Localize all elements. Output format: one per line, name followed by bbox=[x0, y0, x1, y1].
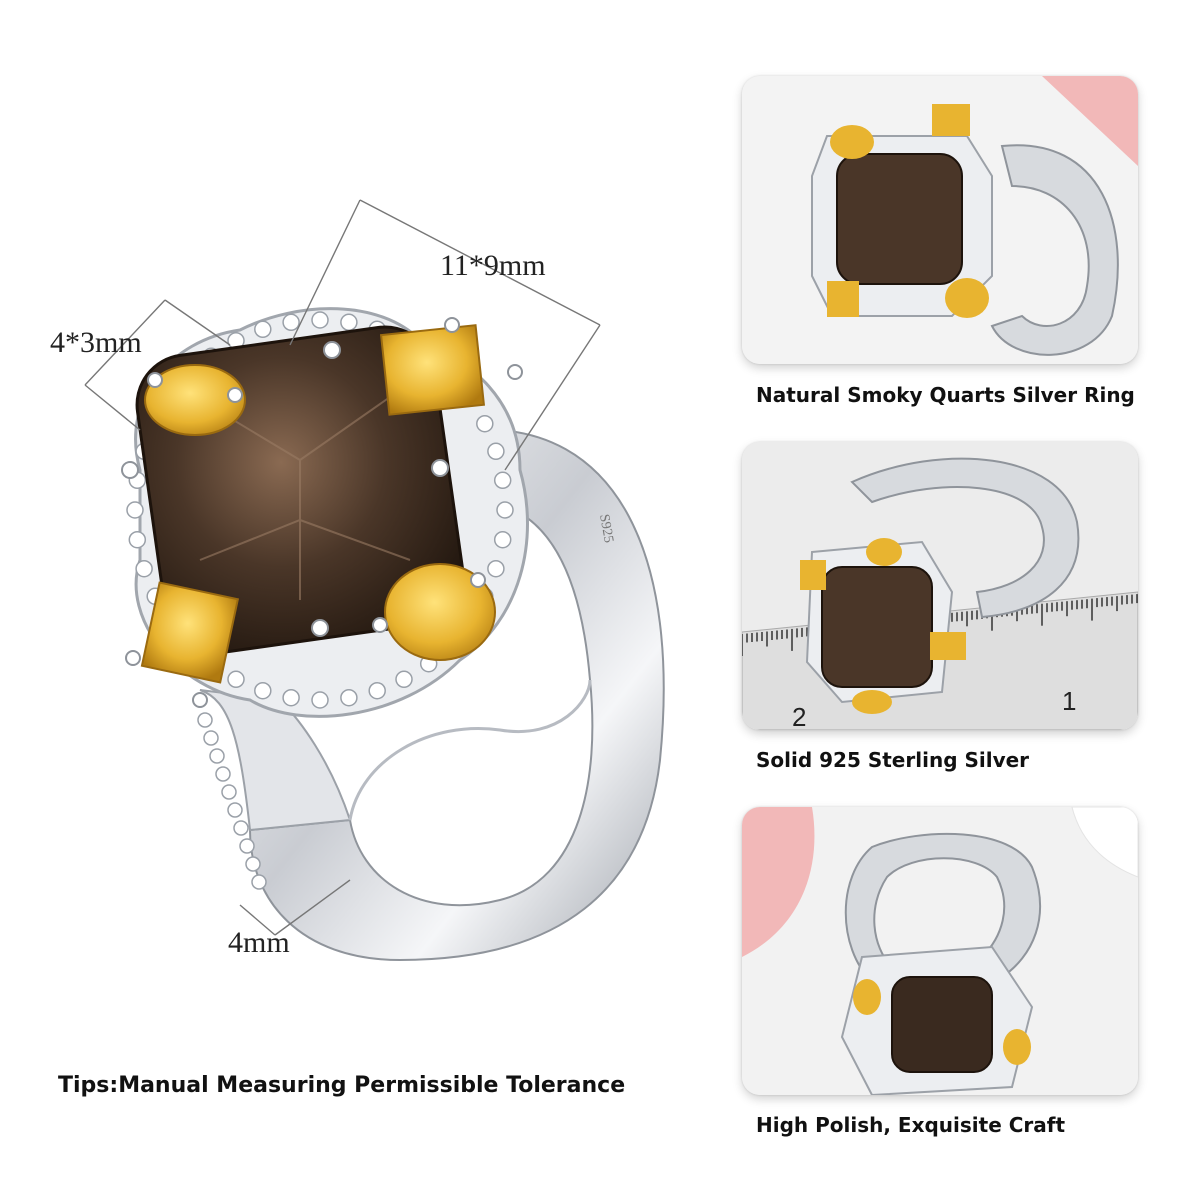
ring-with-ruler-photo: 2 1 bbox=[742, 442, 1138, 730]
pave-stone bbox=[126, 501, 144, 519]
pave-stone bbox=[128, 530, 147, 549]
pave-stone bbox=[487, 442, 505, 461]
pave-stone bbox=[487, 559, 505, 578]
ring-band bbox=[199, 428, 665, 962]
pave-stone bbox=[239, 838, 255, 854]
pave-stone bbox=[245, 856, 261, 872]
center-stone-dimension: 11*9mm bbox=[440, 249, 546, 282]
pave-stone bbox=[496, 501, 514, 519]
caption-back: High Polish, Exquisite Craft bbox=[756, 1113, 1066, 1137]
pave-stone bbox=[197, 712, 213, 728]
ruler-number-1: 1 bbox=[1062, 686, 1076, 716]
pave-stone bbox=[215, 766, 231, 782]
pave-stone bbox=[227, 802, 243, 818]
pave-stone bbox=[476, 414, 494, 433]
pave-stone bbox=[311, 311, 329, 329]
hallmark-engraving: S925 bbox=[596, 513, 616, 544]
caption-front: Natural Smoky Quarts Silver Ring bbox=[756, 383, 1135, 407]
band-width-dimension: 4mm bbox=[228, 926, 290, 959]
ring-front-photo bbox=[742, 76, 1138, 364]
pave-stone bbox=[340, 313, 358, 332]
citrine-stones bbox=[140, 324, 496, 684]
pave-stone bbox=[282, 688, 300, 707]
tolerance-tip: Tips:Manual Measuring Permissible Tolera… bbox=[58, 1073, 626, 1098]
pave-stone bbox=[254, 320, 272, 339]
pave-stone bbox=[221, 784, 237, 800]
dimension-lines bbox=[84, 199, 601, 936]
caption-ruler: Solid 925 Sterling Silver bbox=[756, 748, 1030, 772]
pave-stone bbox=[282, 313, 300, 332]
pave-stone bbox=[311, 691, 329, 709]
photo-panel-ruler: 2 1 bbox=[742, 442, 1138, 730]
main-ring-figure: S925 11*9mm 4*3mm 4mm bbox=[50, 199, 665, 962]
pave-stone bbox=[340, 688, 358, 707]
pave-stone bbox=[395, 670, 413, 689]
pave-stone bbox=[209, 748, 225, 764]
pave-stone bbox=[203, 730, 219, 746]
photo-panel-back bbox=[742, 807, 1138, 1095]
pave-stone bbox=[227, 670, 245, 689]
pave-stone bbox=[368, 681, 386, 700]
pave-stone bbox=[233, 820, 249, 836]
prongs bbox=[121, 317, 523, 708]
ring-back-photo bbox=[742, 807, 1138, 1095]
pave-stone bbox=[493, 530, 512, 549]
pave-stone bbox=[135, 559, 153, 578]
photo-panel-front bbox=[742, 76, 1138, 364]
ruler-number-2: 2 bbox=[792, 702, 806, 730]
pave-stone bbox=[493, 471, 512, 490]
pave-stone bbox=[251, 874, 267, 890]
side-stone-dimension: 4*3mm bbox=[50, 326, 142, 359]
pave-stone bbox=[254, 681, 272, 700]
